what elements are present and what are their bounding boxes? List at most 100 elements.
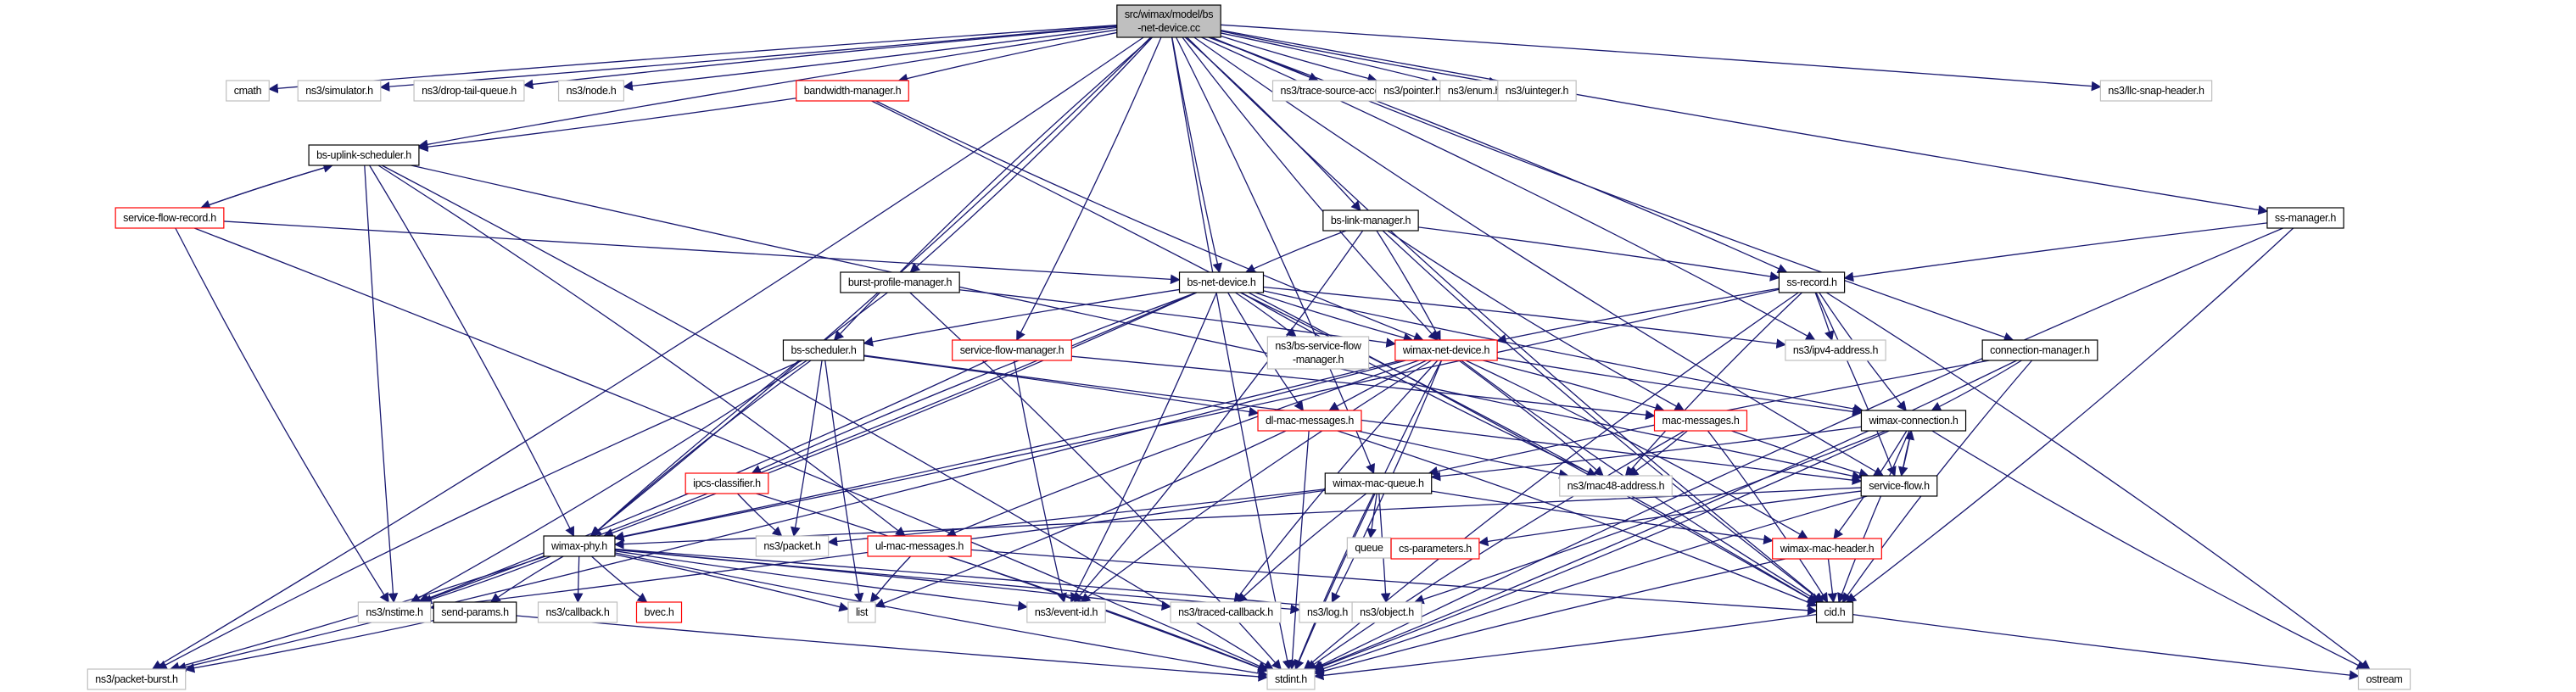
node-callback: ns3/callback.h: [537, 601, 618, 623]
node-macmsg[interactable]: mac-messages.h: [1653, 410, 1748, 432]
node-ulmac[interactable]: ul-mac-messages.h: [867, 535, 972, 557]
node-wimaxnet[interactable]: wimax-net-device.h: [1394, 339, 1498, 361]
node-ipcs[interactable]: ipcs-classifier.h: [685, 472, 769, 494]
edge-root-to-sfmgr: [1016, 36, 1162, 342]
node-label: burst-profile-manager.h: [848, 276, 953, 288]
node-wimaxphy[interactable]: wimax-phy.h: [543, 535, 616, 557]
node-sflow[interactable]: service-flow.h: [1860, 475, 1938, 497]
node-box: [1778, 271, 1846, 293]
node-macqueue[interactable]: wimax-mac-queue.h: [1324, 472, 1433, 494]
edge-macqueue-to-stdint: [1294, 493, 1375, 671]
edge-wimaxnet-to-eventid: [1080, 360, 1432, 603]
edge-connmgr-to-stdint: [1313, 360, 2017, 671]
node-label: ns3/drop-tail-queue.h: [422, 85, 517, 97]
node-label: bs-scheduler.h: [791, 344, 856, 356]
node-label: send-params.h: [441, 606, 509, 618]
edge-ssmgr-to-ssrecord: [1843, 222, 2268, 282]
edge-bssched-to-packet: [790, 360, 823, 538]
edge-dlmac-to-list: [874, 430, 1287, 608]
edge-wimaxnet-to-dlmac: [1328, 360, 1427, 411]
edge-wimaxphy-to-eventid: [614, 550, 1029, 611]
node-bsnet[interactable]: bs-net-device.h: [1178, 271, 1265, 293]
node-nstime: ns3/nstime.h: [357, 601, 432, 623]
node-box: [543, 535, 616, 557]
node-label: ss-manager.h: [2275, 212, 2336, 224]
node-csparam[interactable]: cs-parameters.h: [1390, 538, 1480, 560]
edge-bssched-to-nstime: [410, 360, 807, 603]
edge-bsnet-to-bssched: [863, 288, 1180, 347]
node-droptail: ns3/drop-tail-queue.h: [413, 80, 525, 102]
node-wimaxconn[interactable]: wimax-connection.h: [1860, 410, 1967, 432]
edge-macmsg-to-cid: [1707, 430, 1829, 603]
node-bssfm: ns3/bs-service-flow-manager.h: [1266, 336, 1370, 370]
edge-bslink-to-macmsg: [1387, 230, 1685, 411]
edge-wimaxphy-to-traced: [614, 549, 1172, 611]
node-box: [357, 601, 432, 623]
node-box: [755, 535, 830, 557]
node-box: [1497, 80, 1577, 102]
node-sfrecord[interactable]: service-flow-record.h: [115, 207, 225, 229]
edge-bsuplink-to-wimaxphy: [369, 165, 574, 538]
node-label: ns3/callback.h: [545, 606, 609, 618]
edge-sfmgr-to-macmsg: [1071, 355, 1656, 421]
edge-cid-to-stdint: [1313, 614, 1817, 681]
node-burst[interactable]: burst-profile-manager.h: [840, 271, 960, 293]
edge-wimaxconn-to-cid: [1837, 430, 1910, 604]
node-box: [1351, 601, 1422, 623]
node-box: [1559, 475, 1673, 497]
node-ssrecord[interactable]: ss-record.h: [1778, 271, 1846, 293]
node-dlmac[interactable]: dl-mac-messages.h: [1257, 410, 1362, 432]
node-box: [796, 80, 909, 102]
edge-wimaxnet-to-wimaxconn: [1497, 357, 1863, 417]
edge-root-to-bsuplink: [417, 29, 1117, 150]
edge-sflow-to-csparam: [1478, 490, 1862, 547]
edge-bslink-to-ssrecord: [1418, 226, 1780, 282]
node-label: mac-messages.h: [1662, 415, 1740, 427]
node-box: [1981, 339, 2098, 361]
node-box: [635, 601, 683, 623]
node-connmgr[interactable]: connection-manager.h: [1981, 339, 2098, 361]
node-box: [2357, 668, 2411, 690]
edge-root-to-simulator: [379, 25, 1117, 92]
node-label: ipcs-classifier.h: [693, 477, 761, 489]
node-box: [1026, 601, 1106, 623]
edge-ipcs-to-packet: [737, 493, 783, 537]
edge-wimaxnet-to-ulmac: [946, 360, 1419, 538]
node-macheader[interactable]: wimax-mac-header.h: [1772, 538, 1882, 560]
edge-dlmac-to-mac48: [1357, 430, 1569, 479]
edge-ulmac-to-stdint: [947, 555, 1269, 672]
node-box: [847, 601, 876, 623]
node-bssched[interactable]: bs-scheduler.h: [782, 339, 865, 361]
node-packet: ns3/packet.h: [755, 535, 830, 557]
node-uinteger: ns3/uinteger.h: [1497, 80, 1577, 102]
node-bwmgr[interactable]: bandwidth-manager.h: [796, 80, 909, 102]
edge-wimaxconn-to-ostream: [1931, 430, 2367, 670]
edge-bssched-to-wimaxphy: [591, 360, 812, 537]
node-bsuplink[interactable]: bs-uplink-scheduler.h: [308, 144, 420, 166]
node-ssmgr[interactable]: ss-manager.h: [2266, 207, 2344, 229]
edge-ulmac-to-cid: [970, 549, 1818, 616]
node-bslink[interactable]: bs-link-manager.h: [1322, 209, 1419, 232]
edge-root-to-enum: [1221, 32, 1441, 86]
node-sendparams[interactable]: send-params.h: [433, 601, 517, 623]
edge-wimaxconn-to-object: [1413, 430, 1886, 605]
node-simulator: ns3/simulator.h: [297, 80, 382, 102]
edge-bslink-to-bsnet: [1244, 230, 1347, 273]
node-box: [1390, 538, 1480, 560]
node-sfmgr[interactable]: service-flow-manager.h: [952, 339, 1072, 361]
node-box: [1116, 4, 1221, 38]
node-node: ns3/node.h: [557, 80, 625, 102]
node-label: bs-uplink-scheduler.h: [316, 149, 411, 161]
edge-root-to-bssched: [833, 36, 1153, 341]
node-root[interactable]: src/wimax/model/bs-net-device.cc: [1116, 4, 1221, 38]
node-box: [433, 601, 517, 623]
node-log: ns3/log.h: [1299, 601, 1356, 623]
node-bvec[interactable]: bvec.h: [635, 601, 683, 623]
node-box: [115, 207, 225, 229]
node-box: [1653, 410, 1748, 432]
edge-macmsg-to-mac48: [1628, 430, 1688, 477]
node-label: ss-record.h: [1786, 276, 1837, 288]
node-cid[interactable]: cid.h: [1815, 601, 1854, 623]
edge-root-to-uinteger: [1221, 30, 1499, 87]
